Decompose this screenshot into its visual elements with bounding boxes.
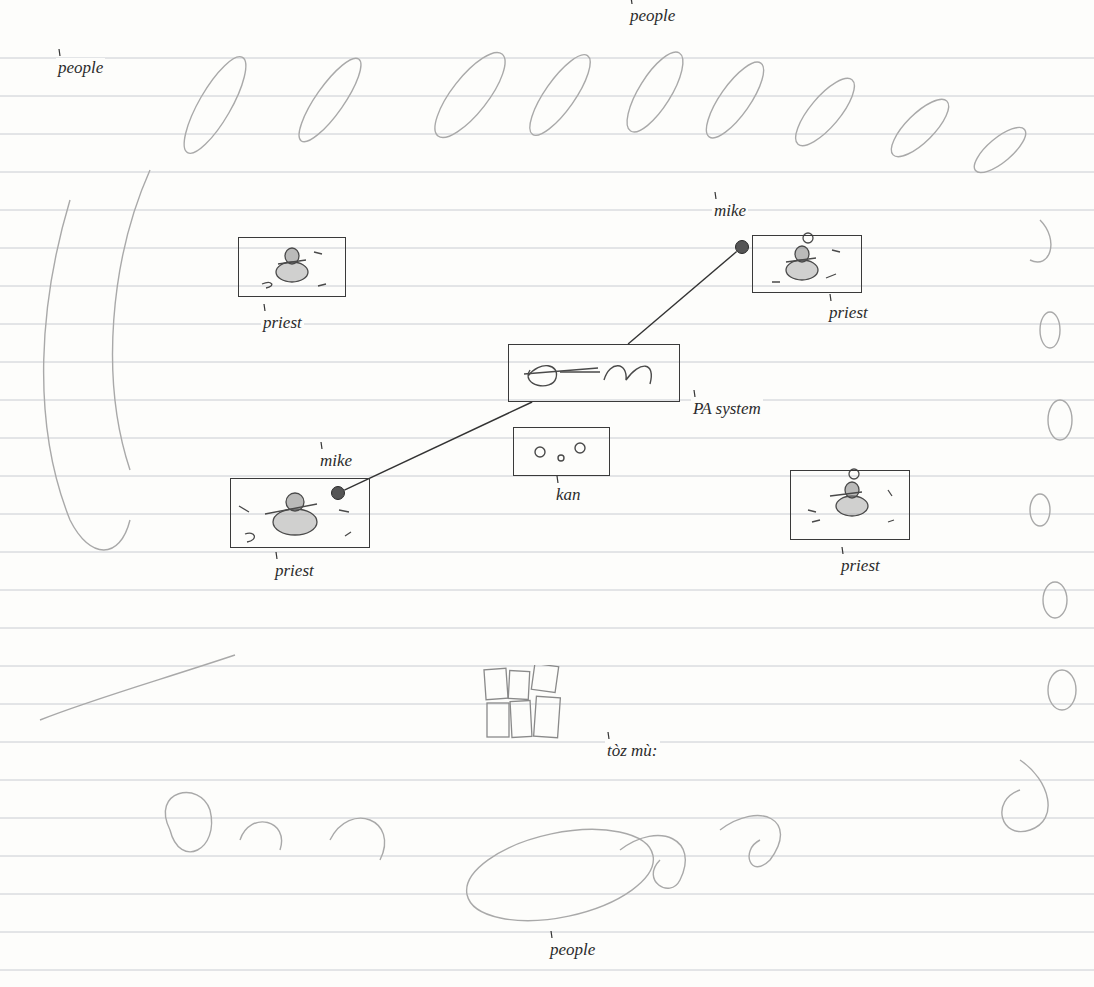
priest-mat: priest	[230, 478, 370, 548]
leader-tick	[608, 732, 609, 739]
node-label: priest	[827, 303, 870, 323]
box-sketch	[487, 703, 509, 737]
box-sketch	[531, 665, 558, 693]
box-sketch	[534, 696, 561, 738]
microphone: mike	[331, 486, 345, 500]
node-label: mike	[712, 201, 748, 221]
crowd-scribbles	[40, 43, 1076, 936]
priest-figures	[239, 233, 894, 542]
node-label: priest	[273, 561, 316, 581]
leader-tick	[59, 49, 60, 56]
equipment-sketch	[524, 366, 651, 461]
offering-pile: tòz mù:	[483, 665, 563, 740]
priest-mat: priest	[790, 470, 910, 540]
leader-tick	[715, 192, 716, 199]
crowd-label: people	[548, 940, 597, 960]
leader-tick	[551, 931, 552, 938]
kan-box: kan	[513, 427, 610, 476]
box-sketch	[510, 701, 532, 738]
pa-system-box: PA system	[508, 344, 680, 402]
node-label: priest	[839, 556, 882, 576]
microphone: mike	[735, 240, 749, 254]
leader-tick	[830, 294, 831, 301]
node-label: kan	[554, 485, 583, 505]
priest-mat: priest	[238, 237, 346, 297]
crowd-label: people	[628, 6, 677, 26]
node-label: mike	[318, 451, 354, 471]
leader-tick	[276, 552, 277, 559]
leader-tick	[557, 476, 558, 483]
leader-tick	[321, 442, 322, 449]
priest-mat: priest	[752, 235, 862, 293]
ruled-lines	[0, 58, 1094, 970]
mic-cable	[344, 402, 532, 490]
box-pile-outline	[483, 665, 563, 740]
leader-tick	[842, 547, 843, 554]
leader-tick	[631, 0, 632, 4]
box-sketch	[508, 670, 529, 699]
node-label: tòz mù:	[605, 741, 660, 761]
leader-tick	[694, 390, 695, 397]
label-ticks	[59, 0, 843, 938]
leader-tick	[264, 304, 265, 311]
mic-cable	[628, 252, 737, 344]
box-sketch	[484, 668, 508, 699]
node-label: priest	[261, 313, 304, 333]
node-label: PA system	[691, 399, 763, 419]
crowd-label: people	[56, 58, 105, 78]
